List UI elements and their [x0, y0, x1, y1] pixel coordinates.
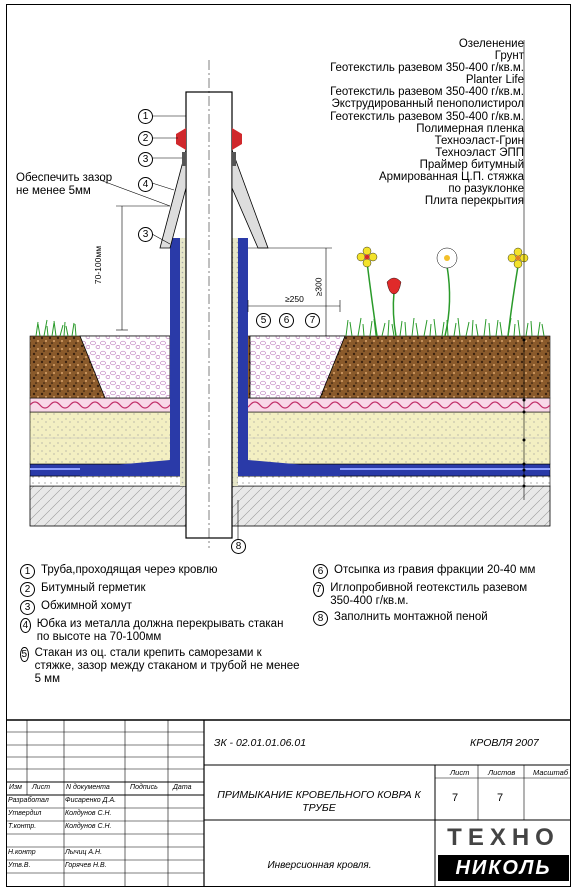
dim-label-250: ≥250: [285, 294, 304, 304]
marker-leaders: [99, 115, 186, 245]
sheets-count: 7: [497, 792, 504, 804]
col-date: Дата: [173, 784, 192, 791]
gravel-right: [249, 335, 346, 399]
upturn-left: [170, 238, 180, 476]
foam-left: [180, 238, 186, 486]
flower-icon: [356, 246, 378, 337]
dim-skirt: [116, 205, 170, 331]
layer-label: Геотекстиль разевом 350-400 г/кв.м.: [330, 86, 524, 99]
col-izm: Изм: [9, 784, 22, 791]
marker-8: 8: [231, 539, 246, 554]
marker-4: 4: [138, 177, 153, 192]
layer-label: Плита перекрытия: [424, 195, 524, 208]
layer-label: Геотекстиль разевом 350-400 г/кв.м.: [330, 62, 524, 75]
col-sign: Подпись: [130, 784, 158, 791]
clamp: [182, 152, 186, 166]
doc-code: ЗК - 02.01.01.06.01: [214, 737, 307, 749]
hdr-sheet: Лист: [450, 768, 470, 777]
layer-label: Техноэласт-Грин: [434, 134, 524, 147]
marker-5: 5: [256, 313, 271, 328]
slab-layer: [29, 485, 551, 527]
layer-label: Техноэласт ЭПП: [435, 146, 524, 159]
marker-7: 7: [305, 313, 320, 328]
hdr-sheets: Листов: [488, 768, 516, 777]
drawing-subtitle: Инверсионная кровля.: [267, 860, 372, 871]
dim-250: [247, 300, 341, 312]
logo-bottom: НИКОЛЬ: [438, 855, 569, 881]
daisy-icon: [436, 247, 458, 337]
leader-ticks: [522, 338, 526, 488]
foam-right: [232, 238, 238, 486]
upturn-right: [238, 238, 248, 476]
sheet-number: 7: [452, 792, 459, 804]
layer-label: Праймер битумный: [419, 158, 524, 171]
drawing-title: ПРИМЫКАНИЕ КРОВЕЛЬНОГО КОВРА К ТРУБЕ: [217, 789, 421, 814]
section-drawing: [29, 40, 551, 548]
drawing-frame: [6, 4, 571, 887]
marker-3: 3: [138, 152, 153, 167]
layer-label: Грунт: [494, 50, 524, 63]
gap-note: Обеспечить зазор не менее 5мм: [16, 172, 113, 197]
tulip-icon: [386, 277, 402, 337]
layer-label: по разуклонке: [448, 183, 524, 196]
layer-label: Полимерная пленка: [416, 122, 524, 135]
grass-left: [35, 319, 77, 337]
role-row: Утв.В.Горячев Н.В.: [8, 862, 107, 869]
layer-label: Геотекстиль разевом 350-400 г/кв.м.: [330, 110, 524, 123]
screed-layer: [29, 475, 551, 487]
project-name: КРОВЛЯ 2007: [470, 737, 539, 749]
flower-icon: [507, 247, 529, 337]
metal-skirt: [159, 149, 187, 249]
grass-right: [345, 317, 545, 337]
dim-300: [248, 247, 332, 336]
layer-label: Озеленение: [458, 38, 524, 50]
layer-label: Армированная Ц.П. стяжка: [378, 171, 524, 184]
marker-6: 6: [279, 313, 294, 328]
layer-label: Planter Life: [465, 74, 524, 87]
col-list: Лист: [32, 784, 51, 791]
logo: ТЕХНО НИКОЛЬ: [438, 823, 569, 885]
sealant: [176, 128, 186, 150]
hdr-scale: Масштаб: [533, 768, 569, 777]
layer-list: Озеленение Грунт Геотекстиль разевом 350…: [264, 38, 524, 207]
layer-label: Экструдированный пенополистирол: [331, 98, 524, 111]
logo-top: ТЕХНО: [447, 824, 560, 851]
marker-3b: 3: [138, 227, 153, 242]
marker-2: 2: [138, 131, 153, 146]
col-doc: N документа: [66, 784, 110, 791]
marker-1: 1: [138, 109, 153, 124]
role-row: Т.контр.Колдунов С.Н.: [8, 823, 112, 830]
role-row: [8, 836, 126, 849]
dim-label-300: ≥300: [313, 277, 324, 297]
dim-label-70-100: 70-100мм: [93, 245, 104, 285]
